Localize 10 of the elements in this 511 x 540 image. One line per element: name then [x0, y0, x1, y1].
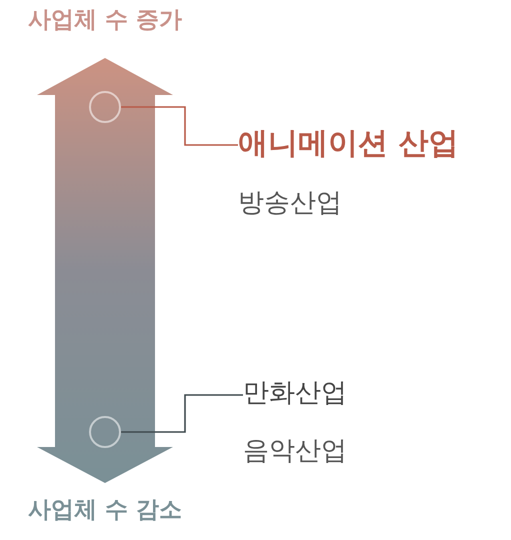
- axis-end-label: 사업체 수 증가: [26, 6, 183, 35]
- industry-label: 애니메이션 산업: [238, 126, 458, 162]
- circle-marker: [89, 416, 121, 448]
- industry-label: 만화산업: [243, 378, 347, 410]
- leader-line: [121, 394, 243, 433]
- axis-end-label: 사업체 수 감소: [26, 496, 183, 525]
- industry-label: 방송산업: [238, 188, 342, 220]
- leader-line: [121, 106, 238, 146]
- circle-marker: [89, 91, 121, 123]
- industry-label: 음악산업: [243, 436, 347, 468]
